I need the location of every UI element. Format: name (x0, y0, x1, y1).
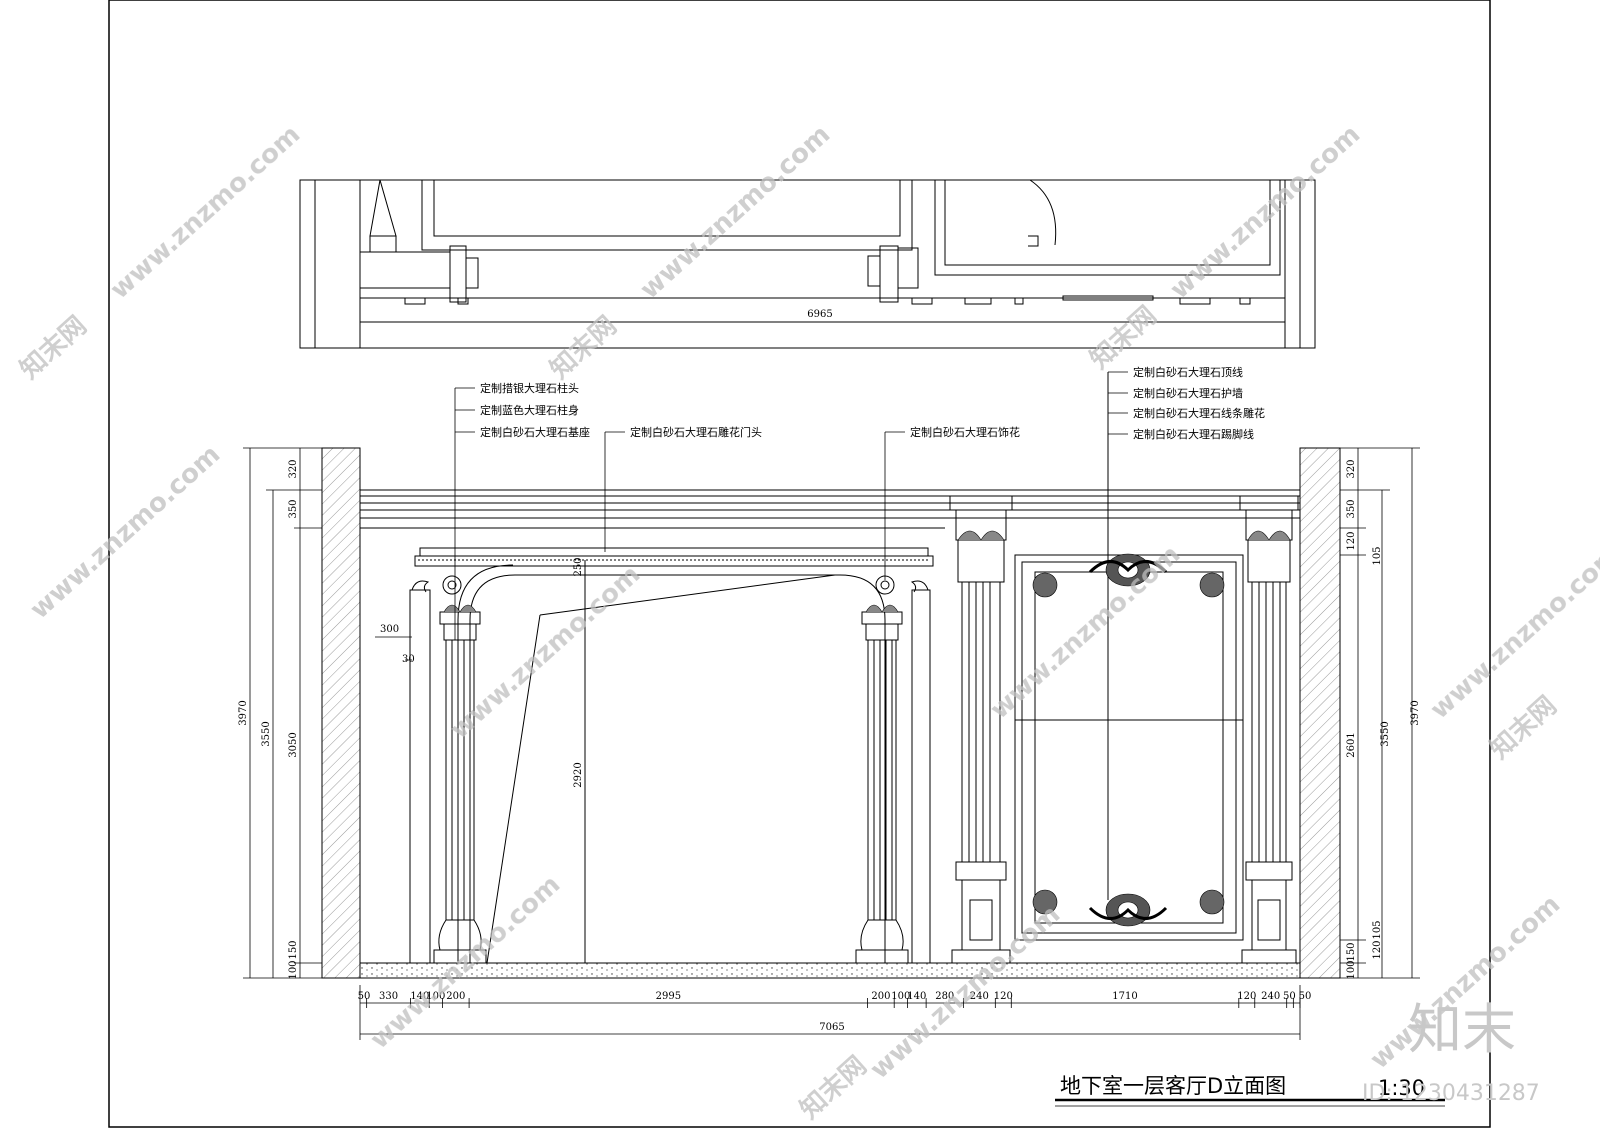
watermark-logo: 知末 (1408, 998, 1516, 1061)
bottom-dim-label: 120 (1237, 991, 1256, 1002)
side-300-dim: 300 (380, 624, 399, 635)
bottom-dim-label: 50 (1283, 991, 1296, 1002)
callout-carved-trim: 定制白砂石大理石线条雕花 (1133, 406, 1265, 420)
opening-top-dim: 250 (573, 557, 584, 576)
watermark-text: www.znzmo.com (105, 119, 307, 305)
left-mid-dim: 3550 (261, 721, 272, 746)
right-dim-label: 350 (1346, 499, 1357, 518)
left-dim-label: 3050 (288, 732, 299, 757)
watermark-text: www.znzmo.com (25, 439, 227, 625)
bottom-dim-label: 280 (935, 991, 954, 1002)
right-dim-label: 150 (1346, 942, 1357, 961)
panel-ornaments (443, 530, 1291, 927)
bottom-dim-label: 2995 (656, 991, 681, 1002)
plan-view (299, 179, 1316, 349)
left-outer-dim: 3970 (238, 700, 249, 725)
right-dim-label: 2601 (1346, 732, 1357, 757)
side-30-dim: 30 (402, 654, 415, 665)
bottom-dim-label: 100 (426, 991, 445, 1002)
callout-base: 定制白砂石大理石基座 (480, 425, 590, 439)
right-dim-label: 120 (1346, 531, 1357, 550)
dimension-lines (243, 447, 1445, 1107)
left-dim-label: 150 (288, 940, 299, 959)
sheet-border (108, 0, 1491, 1128)
bottom-dim-label: 140 (410, 991, 429, 1002)
bottom-dim-label: 1710 (1112, 991, 1137, 1002)
bottom-total-dim: 7065 (819, 1022, 844, 1033)
watermark-id: ID: 1230431287 (1362, 1081, 1540, 1106)
watermark-brand: 知末网 (1085, 301, 1163, 375)
bottom-dim-label: 330 (379, 991, 398, 1002)
watermark-brand: 知末网 (15, 311, 93, 385)
watermark-text: www.znzmo.com (365, 869, 567, 1055)
callout-wainscot: 定制白砂石大理石护墙 (1133, 386, 1243, 400)
callout-ornament: 定制白砂石大理石饰花 (910, 425, 1020, 439)
right-dim-label: 120 (1372, 940, 1383, 959)
bottom-dim-label: 50 (1299, 991, 1312, 1002)
right-outer-dim: 3970 (1410, 700, 1421, 725)
left-wall (321, 447, 361, 979)
watermark-brand: 知末网 (795, 1051, 873, 1125)
callout-arch-head: 定制白砂石大理石雕花门头 (630, 425, 762, 439)
left-dim-label: 320 (288, 459, 299, 478)
bottom-dim-label: 120 (994, 991, 1013, 1002)
floor-strip (359, 962, 1301, 979)
callout-top-molding: 定制白砂石大理石顶线 (1133, 365, 1243, 379)
bottom-dim-label: 200 (871, 991, 890, 1002)
elevation-lines (360, 372, 1300, 964)
right-mid-dim: 3550 (1380, 721, 1391, 746)
right-dim-label: 320 (1346, 459, 1357, 478)
watermark-brand: 知末网 (1485, 691, 1563, 765)
left-dim-label: 100 (288, 960, 299, 979)
callout-skirting: 定制白砂石大理石踢脚线 (1133, 427, 1254, 441)
drawing-scale: 1:30 (1378, 1076, 1425, 1100)
watermark-text: www.znzmo.com (635, 119, 837, 305)
left-dim-label: 350 (288, 499, 299, 518)
bottom-dim-label: 50 (358, 991, 371, 1002)
right-dim-label: 105 (1372, 546, 1383, 565)
plan-width-label: 6965 (807, 309, 832, 320)
bottom-dim-label: 240 (1261, 991, 1280, 1002)
callout-capital: 定制措银大理石柱头 (480, 381, 579, 395)
callout-shaft: 定制蓝色大理石柱身 (480, 403, 579, 417)
opening-height-dim: 2920 (573, 762, 584, 787)
bottom-dim-label: 240 (970, 991, 989, 1002)
bottom-dim-label: 140 (907, 991, 926, 1002)
watermark-text: www.znzmo.com (1165, 119, 1367, 305)
right-dim-label: 100 (1346, 960, 1357, 979)
bottom-dim-label: 100 (891, 991, 910, 1002)
watermark-text: www.znzmo.com (445, 559, 647, 745)
drawing-title: 地下室一层客厅D立面图 (1060, 1074, 1286, 1098)
right-wall (1299, 447, 1341, 979)
watermark-text: www.znzmo.com (1425, 539, 1600, 725)
right-dim-label: 105 (1372, 920, 1383, 939)
bottom-dim-label: 200 (446, 991, 465, 1002)
callout-leaders (454, 371, 1128, 640)
